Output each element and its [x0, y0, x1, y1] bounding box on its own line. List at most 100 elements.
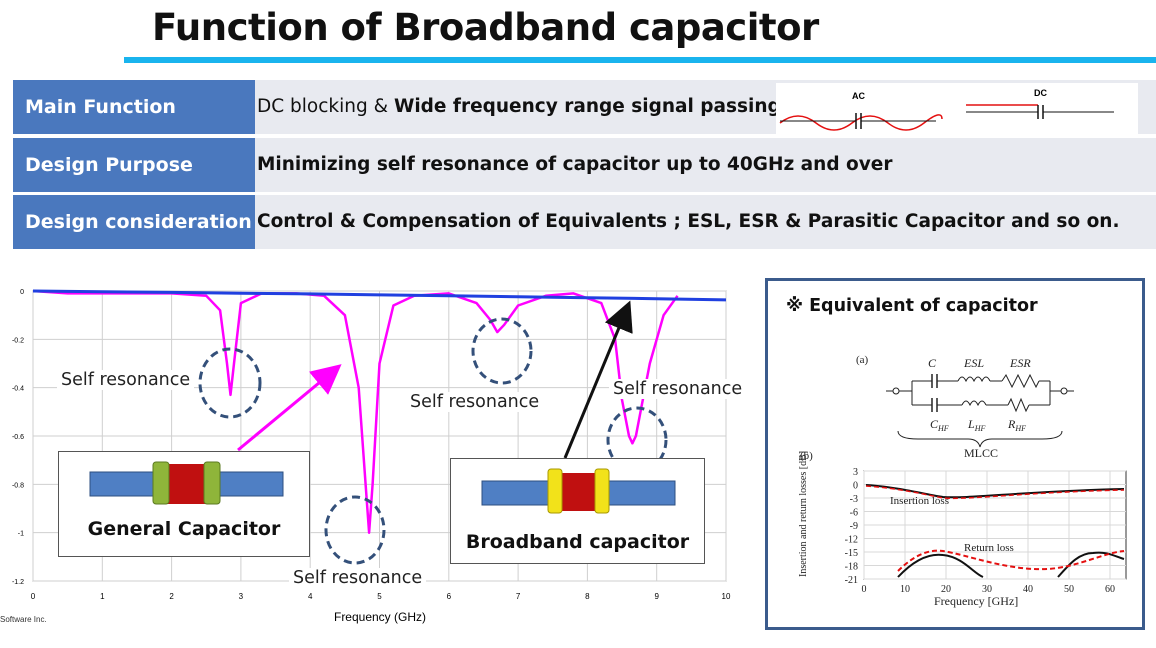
annotation-self-resonance-2: Self resonance — [406, 392, 544, 412]
row-label-design-consideration: Design consideration — [13, 195, 255, 249]
loss-y-tick: 3 — [853, 467, 858, 478]
loss-y-ticks: 3 0 -3 -6 -9 -12 -15 -18 -21 — [845, 467, 858, 586]
loss-x-tick: 10 — [900, 584, 910, 595]
broadband-body — [559, 473, 599, 511]
ac-dc-diagram: AC DC — [776, 83, 1138, 135]
annotation-self-resonance-3: Self resonance — [609, 379, 747, 399]
bot-resistor — [1007, 397, 1030, 413]
general-capacitor-illustration — [89, 461, 284, 505]
series-line-magenta — [32, 289, 679, 534]
x-tick-label: 9 — [654, 592, 659, 601]
label-lhf: LHF — [967, 417, 985, 433]
x-tick-label: 2 — [169, 592, 174, 601]
series-lines — [32, 289, 727, 534]
series-line-blue — [32, 289, 727, 302]
label-chf: CHF — [930, 417, 949, 433]
top-inductor — [957, 376, 991, 383]
insertion-loss-red — [865, 485, 1125, 500]
label-esr: ESR — [1009, 356, 1031, 370]
equivalent-panel: ※ Equivalent of capacitor (a) C ESL ESR — [765, 278, 1145, 630]
loss-y-tick: -3 — [850, 494, 858, 505]
loss-y-tick: -21 — [845, 575, 858, 586]
loss-x-tick: 50 — [1064, 584, 1074, 595]
general-terminal-right — [203, 461, 221, 505]
mlcc-brace — [897, 430, 1063, 448]
x-tick-label: 6 — [447, 592, 452, 601]
label-esl: ESL — [963, 356, 984, 370]
y-tick-label: -1 — [18, 531, 24, 538]
loss-y-tick: -15 — [845, 548, 858, 559]
page-title: Function of Broadband capacitor — [152, 6, 819, 49]
loss-x-ticks: 0 10 20 30 40 50 60 — [862, 584, 1116, 595]
y-ticks: 0-0.2-0.4-0.6-0.8-1-1.2 — [12, 289, 24, 586]
loss-x-tick: 60 — [1105, 584, 1115, 595]
insertion-loss-label: Insertion loss — [890, 495, 949, 507]
broadband-terminal-right — [594, 468, 610, 514]
broadband-capacitor-label: Broadband capacitor — [465, 531, 690, 553]
y-tick-label: -0.8 — [12, 482, 24, 489]
label-b: (b) — [800, 450, 813, 462]
resonance-circle-1 — [198, 347, 262, 419]
row-label-main-function: Main Function — [13, 80, 255, 134]
equivalent-svg: (a) C ESL ESR — [798, 354, 1127, 608]
return-loss-black — [897, 551, 1125, 578]
row-label-design-purpose: Design Purpose — [13, 138, 255, 192]
broadband-capacitor-box: Broadband capacitor — [450, 458, 705, 564]
broadband-terminal-left — [547, 468, 563, 514]
loss-x-axis-label: Frequency [GHz] — [934, 594, 1018, 608]
annotation-self-resonance-4: Self resonance — [289, 568, 427, 588]
bot-inductor — [961, 400, 987, 407]
title-underline — [124, 57, 1156, 63]
ac-label: AC — [852, 91, 865, 101]
return-loss-red — [897, 549, 1125, 572]
general-terminal-left — [152, 461, 170, 505]
equivalent-title: ※ Equivalent of capacitor — [786, 296, 1038, 316]
broadband-arrow — [563, 300, 633, 459]
general-capacitor-box: General Capacitor — [58, 451, 310, 557]
row-value-design-consideration: Control & Compensation of Equivalents ; … — [257, 211, 1120, 232]
x-tick-label: 7 — [516, 592, 521, 601]
loss-y-tick: -6 — [850, 508, 858, 519]
loss-y-tick: -9 — [850, 521, 858, 532]
general-arrow — [237, 364, 342, 452]
loss-y-tick: 0 — [853, 481, 858, 492]
label-rhf: RHF — [1007, 417, 1026, 433]
return-loss-label: Return loss — [964, 542, 1014, 554]
x-tick-label: 5 — [377, 592, 382, 601]
terminal-right — [1060, 387, 1068, 395]
row-design-purpose: Design Purpose Minimizing self resonance… — [13, 138, 1156, 192]
loss-y-tick: -18 — [845, 562, 858, 573]
y-tick-label: -1.2 — [12, 579, 24, 586]
x-tick-label: 3 — [239, 592, 244, 601]
y-tick-label: -0.4 — [12, 386, 24, 393]
label-a: (a) — [856, 354, 869, 366]
x-tick-label: 1 — [100, 592, 105, 601]
x-axis-label: Frequency (GHz) — [334, 610, 426, 624]
y-tick-label: 0 — [20, 289, 24, 296]
row-value-design-purpose: Minimizing self resonance of capacitor u… — [257, 154, 893, 175]
x-tick-label: 8 — [585, 592, 590, 601]
terminal-left — [892, 387, 900, 395]
y-tick-label: -0.6 — [12, 434, 24, 441]
general-body — [165, 464, 207, 504]
value-bold: Wide frequency range signal passing — [393, 96, 781, 117]
chart-footer: Software Inc. — [0, 615, 47, 624]
label-c: C — [928, 356, 937, 370]
loss-x-tick: 30 — [982, 584, 992, 595]
loss-grid — [863, 470, 1126, 580]
loss-x-tick: 20 — [941, 584, 951, 595]
annotation-self-resonance-1: Self resonance — [57, 370, 195, 390]
resonance-circle-3 — [471, 317, 533, 385]
resonance-circle-4 — [606, 406, 668, 474]
loss-y-axis-label: Insertion and return losses [dB] — [798, 451, 809, 577]
loss-y-tick: -12 — [845, 535, 858, 546]
general-capacitor-label: General Capacitor — [87, 518, 281, 540]
value-plain: DC blocking & — [257, 96, 394, 117]
resonance-circle-2 — [324, 495, 386, 565]
row-value-main-function: DC blocking & Wide frequency range signa… — [257, 80, 781, 134]
x-tick-label: 0 — [31, 592, 36, 601]
loss-x-tick: 0 — [862, 584, 867, 595]
top-resistor — [1001, 373, 1040, 389]
loss-x-tick: 40 — [1023, 584, 1033, 595]
